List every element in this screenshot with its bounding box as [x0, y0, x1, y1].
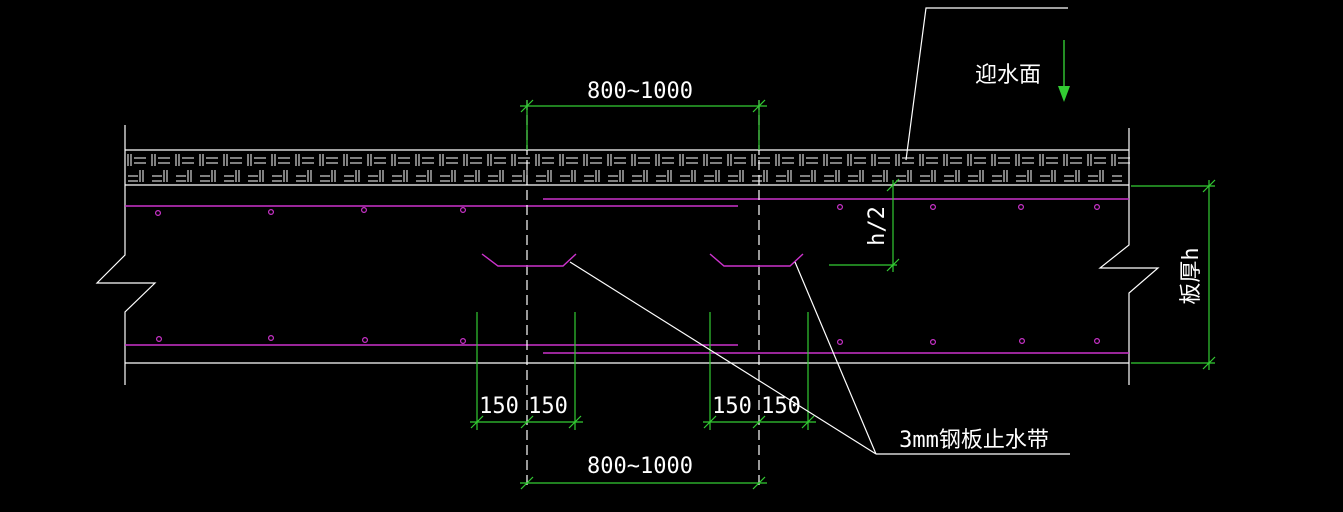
half-thickness-label: h/2	[865, 206, 890, 246]
top-dimension-label: 800~1000	[587, 79, 693, 104]
left-break-line	[95, 125, 157, 385]
rebar-dot	[1018, 338, 1025, 345]
rebar-dot	[156, 336, 163, 343]
dimension-lines	[470, 99, 1216, 490]
dim-150-right-a: 150	[712, 394, 752, 419]
rebar-dot	[836, 339, 843, 346]
rebar-dot	[460, 338, 467, 345]
rebar-dot	[1093, 338, 1100, 345]
right-break-line	[1098, 128, 1160, 385]
waterproof-layer-hatch	[127, 154, 1130, 182]
joint-center-lines	[526, 100, 760, 490]
water-face-leader	[905, 7, 1068, 161]
rebar-dot	[362, 337, 369, 344]
rebar-dot	[1017, 204, 1024, 211]
waterstop-label: 3mm钢板止水带	[899, 428, 1049, 453]
water-face-label: 迎水面	[975, 63, 1041, 88]
waterstops	[481, 253, 804, 267]
water-direction-arrow	[1058, 40, 1070, 102]
rebar-dots	[155, 204, 1100, 346]
rebar-dot	[836, 204, 843, 211]
rebar-dot	[268, 209, 275, 216]
rebar-dot	[929, 204, 936, 211]
dim-150-left-a: 150	[479, 394, 519, 419]
rebar-dot	[361, 207, 368, 214]
rebar-dot	[268, 335, 275, 342]
rebar	[125, 198, 1129, 354]
waterstop-left	[481, 253, 577, 267]
slab-thickness-label: 板厚h	[1179, 247, 1204, 304]
waterstop-right	[709, 253, 804, 267]
dim-150-right-b: 150	[761, 394, 801, 419]
bottom-dimension-label: 800~1000	[587, 454, 693, 479]
slab-outline	[95, 125, 1160, 385]
rebar-dot	[460, 207, 467, 214]
rebar-dot	[155, 210, 162, 217]
waterstop-leader-right	[794, 261, 877, 455]
dim-150-left-b: 150	[528, 394, 568, 419]
rebar-dot	[1093, 204, 1100, 211]
leader-lines	[569, 7, 1070, 455]
rebar-dot	[929, 339, 936, 346]
waterstop-leader-left	[569, 261, 877, 455]
